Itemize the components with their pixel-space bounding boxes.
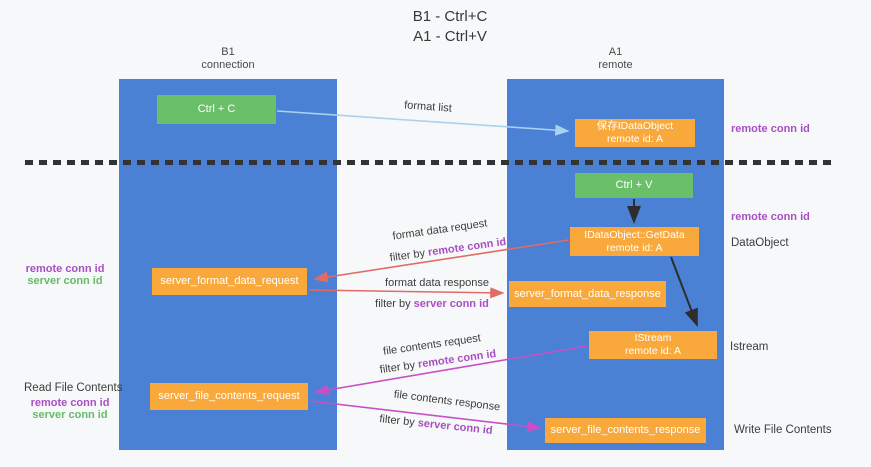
diagram-title: B1 - Ctrl+C A1 - Ctrl+V	[0, 7, 871, 47]
box-save-idataobject-line1: 保存IDataObject	[596, 120, 674, 132]
label-istream: Istream	[730, 341, 769, 353]
lane-header-b1: B1 connection	[119, 46, 337, 72]
lane-b1-name: B1	[221, 46, 235, 58]
label-conn-ids-mid-left: remote conn id server conn id	[22, 263, 108, 287]
label-format-list: format list	[403, 99, 453, 115]
label-format-data-request: format data request	[391, 217, 489, 243]
lane-b1-subtitle: connection	[201, 59, 255, 71]
label-filter-server-2: filter by server conn id	[379, 413, 493, 437]
box-server-file-contents-request-label: server_file_contents_request	[158, 390, 300, 402]
title-line-2: A1 - Ctrl+V	[413, 28, 487, 45]
box-save-idataobject-line2: remote id: A	[606, 133, 663, 145]
box-server-format-data-request-label: server_format_data_request	[160, 275, 299, 287]
box-getdata-line2: remote id: A	[606, 241, 663, 254]
label-format-data-response: format data response	[385, 277, 489, 289]
lane-header-a1: A1 remote	[507, 46, 724, 72]
label-remote-conn-id-mid-right: remote conn id	[731, 211, 810, 223]
box-server-format-data-request: server_format_data_request	[152, 268, 307, 295]
label-remote-conn-id-top-right: remote conn id	[731, 123, 810, 135]
label-filter-server-1: filter by server conn id	[375, 298, 489, 310]
label-server-conn-id-bottom-left: server conn id	[32, 409, 108, 421]
box-server-file-contents-request: server_file_contents_request	[150, 383, 308, 410]
filter-by-text: filter by	[379, 358, 419, 377]
label-remote-conn-id-mid-left: remote conn id	[25, 263, 105, 275]
box-istream-line1: IStream	[634, 332, 672, 344]
lane-a1-name: A1	[608, 46, 623, 58]
box-ctrl-v-label: Ctrl + V	[615, 179, 653, 191]
label-read-file-contents: Read File Contents	[24, 382, 123, 394]
box-server-format-data-response: server_format_data_response	[509, 281, 666, 307]
box-server-file-contents-response: server_file_contents_response	[545, 418, 706, 443]
box-ctrl-c-label: Ctrl + C	[197, 103, 236, 115]
label-read-file-contents-group: Read File Contents remote conn id server…	[24, 382, 123, 421]
filter-by-text: filter by	[389, 246, 429, 265]
label-dataobject: DataObject	[731, 237, 789, 249]
label-remote-conn-id-bottom-left: remote conn id	[30, 397, 110, 409]
title-line-1: B1 - Ctrl+C	[412, 8, 488, 25]
label-server-conn-id-mid-left: server conn id	[27, 275, 103, 287]
remote-conn-id-text: remote conn id	[427, 235, 507, 259]
lane-a1-subtitle: remote	[598, 59, 633, 71]
box-idataobject-getdata: IDataObject::GetData remote id: A	[570, 227, 699, 256]
box-save-idataobject: 保存IDataObject remote id: A	[575, 119, 695, 147]
box-istream: IStream remote id: A	[589, 331, 717, 359]
label-write-file-contents: Write File Contents	[734, 424, 832, 436]
server-conn-id-text: server conn id	[413, 298, 489, 310]
box-server-format-data-response-label: server_format_data_response	[514, 287, 661, 300]
server-conn-id-text: server conn id	[417, 417, 494, 437]
filter-by-text: filter by	[378, 413, 419, 430]
box-server-file-contents-response-label: server_file_contents_response	[550, 424, 701, 436]
box-istream-line2: remote id: A	[624, 345, 682, 357]
label-file-contents-response: file contents response	[393, 388, 501, 414]
arrow-format-data-response	[308, 287, 505, 299]
box-ctrl-c: Ctrl + C	[157, 95, 276, 124]
dashed-divider	[25, 160, 833, 165]
box-ctrl-v: Ctrl + V	[575, 173, 693, 198]
filter-by-text: filter by	[375, 298, 414, 310]
box-getdata-line1: IDataObject::GetData	[584, 228, 685, 241]
